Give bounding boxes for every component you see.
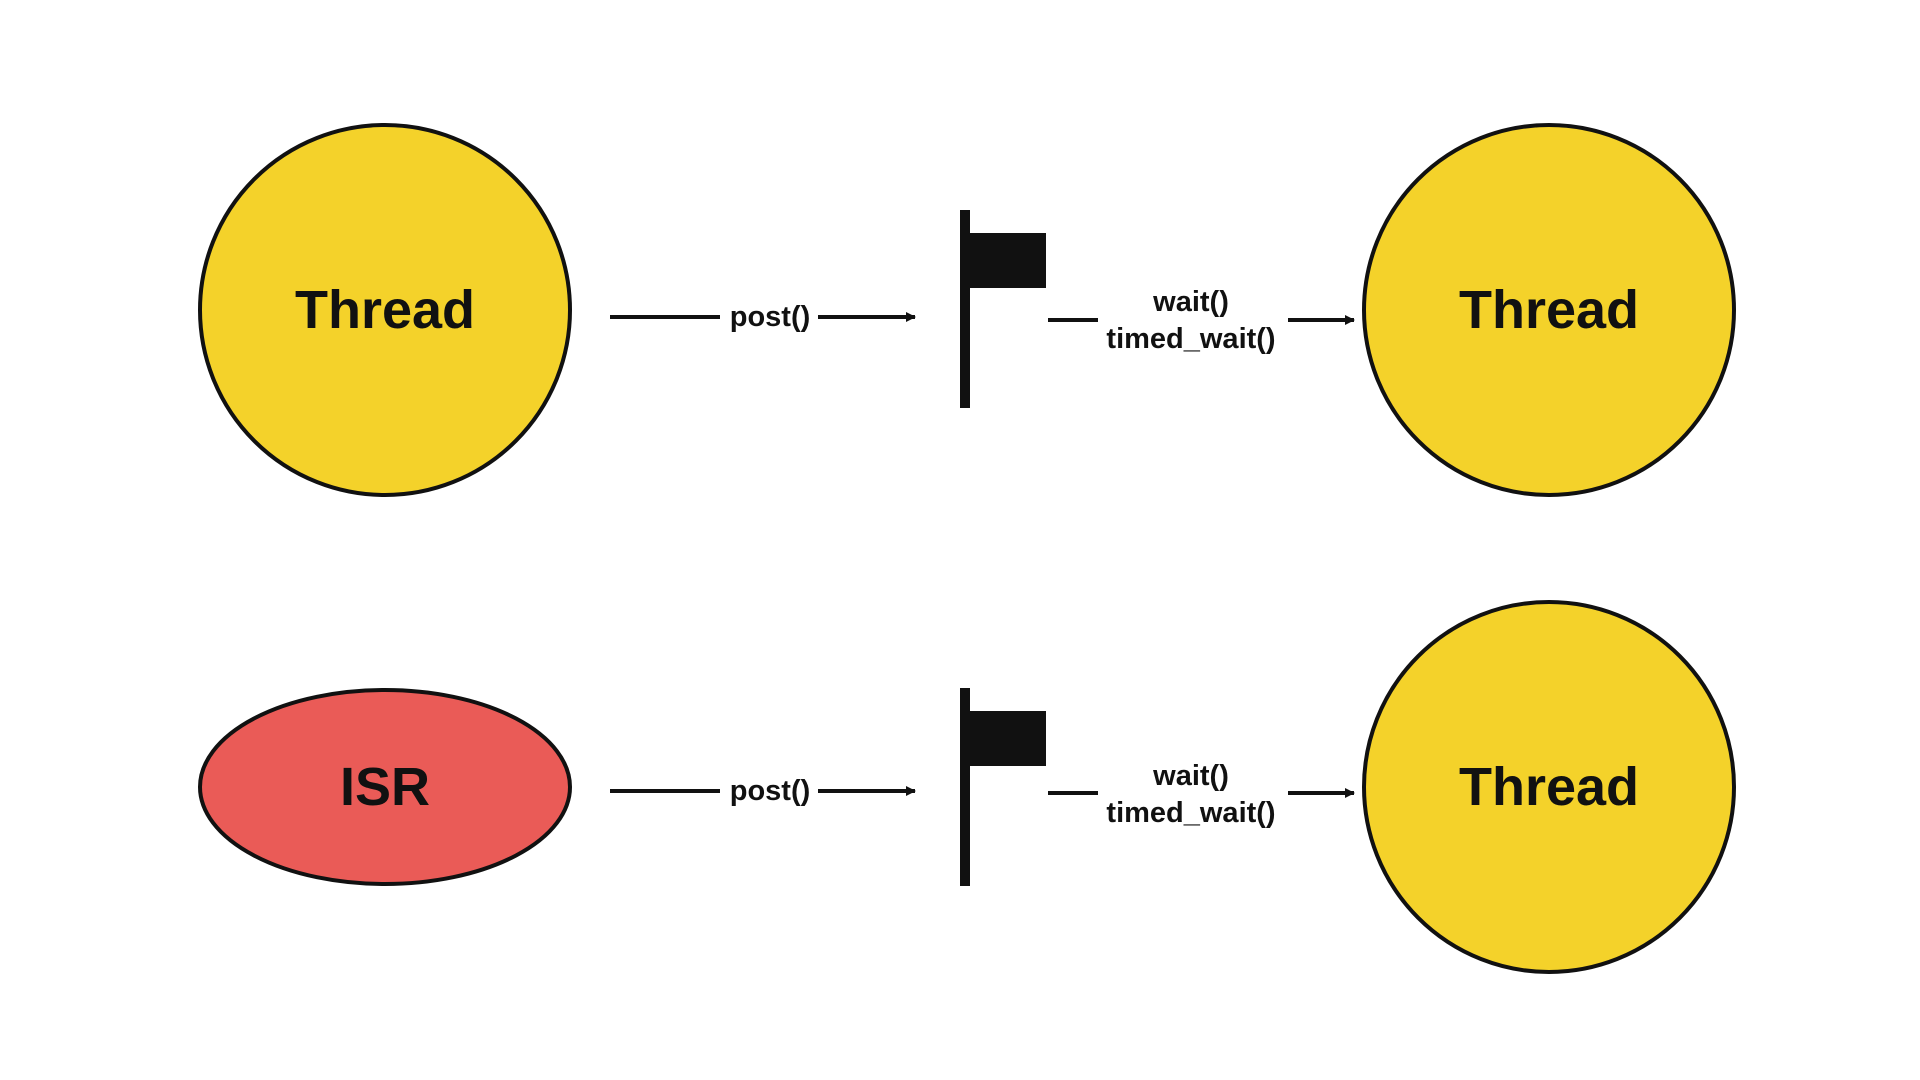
timed-wait-label: timed_wait() xyxy=(1106,323,1275,355)
flag-pole xyxy=(960,688,970,886)
timed-wait-label: timed_wait() xyxy=(1106,797,1275,829)
flag-icon xyxy=(960,688,1046,886)
target-thread-label: Thread xyxy=(1459,757,1639,817)
target-thread-node xyxy=(1362,600,1736,974)
target-thread-node xyxy=(1362,123,1736,497)
wait-label: wait() xyxy=(1152,286,1229,318)
flag-banner xyxy=(968,711,1046,766)
flag-banner xyxy=(968,233,1046,288)
flag-icon xyxy=(960,210,1046,408)
target-thread-label: Thread xyxy=(1459,280,1639,340)
wait-label: wait() xyxy=(1152,760,1229,792)
row-thread-to-thread: Thread post() wait() timed_wait() Thread xyxy=(198,123,1736,497)
post-label: post() xyxy=(730,775,811,807)
source-isr-node xyxy=(198,688,572,886)
row-isr-to-thread: ISR post() wait() timed_wait() Thread xyxy=(198,600,1736,974)
source-isr-label: ISR xyxy=(340,757,430,817)
post-label: post() xyxy=(730,301,811,333)
source-thread-node xyxy=(198,123,572,497)
flag-pole xyxy=(960,210,970,408)
source-thread-label: Thread xyxy=(295,280,475,340)
